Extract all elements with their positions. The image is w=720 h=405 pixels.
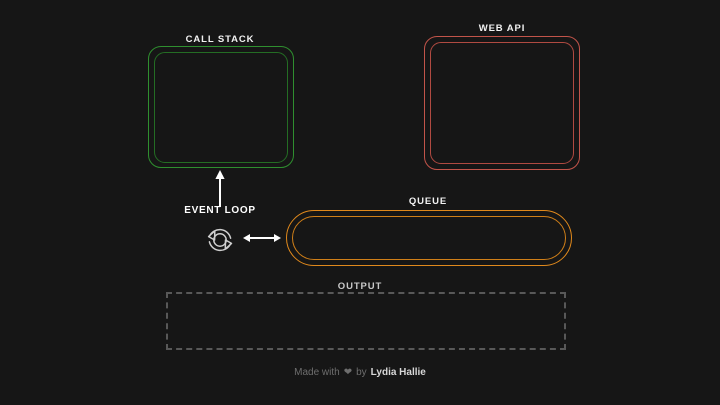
- circular-arrows-icon[interactable]: [202, 222, 238, 258]
- queue-frame-outer: [286, 210, 572, 266]
- queue-label: QUEUE: [408, 196, 448, 207]
- web-api-label: WEB API: [478, 23, 526, 34]
- footer-author-name[interactable]: Lydia Hallie: [370, 367, 426, 378]
- arrow-up-icon: [211, 168, 229, 208]
- call-stack-frame-outer: [148, 46, 294, 168]
- web-api-panel[interactable]: [430, 42, 574, 164]
- queue-panel[interactable]: [292, 216, 566, 260]
- output-label: OUTPUT: [337, 281, 383, 292]
- arrow-left-right-icon: [242, 230, 282, 246]
- footer-made-with-text: Made with: [294, 367, 340, 378]
- web-api-frame-outer: [424, 36, 580, 170]
- event-loop-label: EVENT LOOP: [184, 205, 256, 216]
- call-stack-panel[interactable]: [154, 52, 288, 163]
- footer-credit: Made with ❤ by Lydia Hallie: [294, 368, 426, 378]
- footer-by-text: by: [356, 367, 367, 378]
- call-stack-label: CALL STACK: [185, 34, 255, 45]
- output-panel[interactable]: [166, 292, 566, 350]
- heart-icon: ❤: [343, 367, 353, 378]
